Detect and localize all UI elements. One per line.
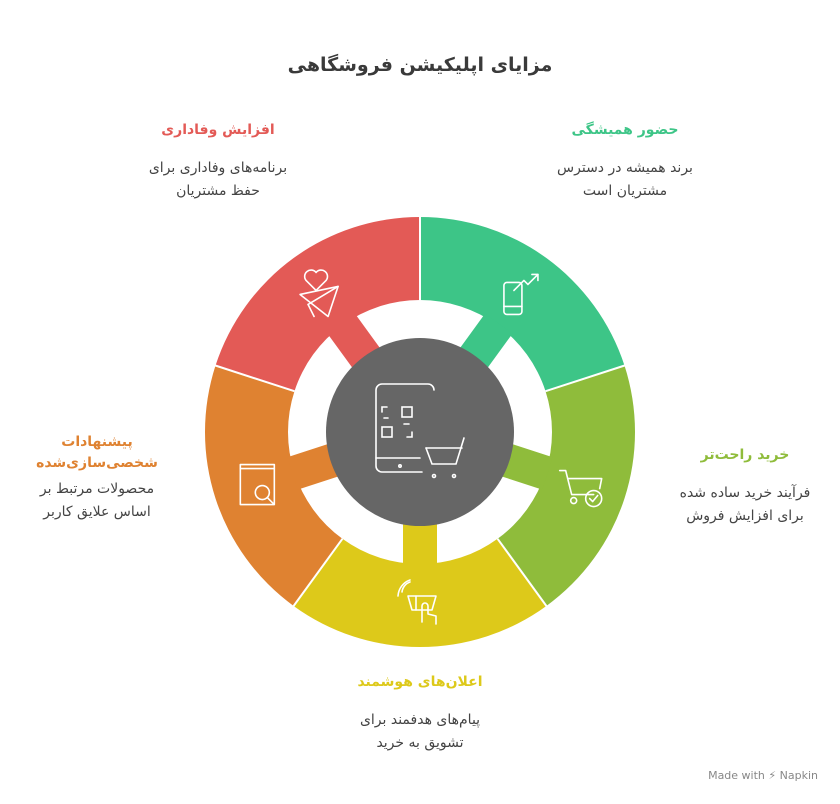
book-search-icon bbox=[239, 463, 276, 506]
segment-divider bbox=[496, 538, 548, 608]
label-desc: محصولات مرتبط بر bbox=[39, 481, 155, 497]
label-personalized: پیشنهادات شخصی‌سازی‌شده محصولات مرتبط بر… bbox=[0, 432, 217, 524]
cart-check-icon bbox=[558, 469, 603, 508]
center-circle bbox=[326, 338, 514, 526]
segment-arc bbox=[293, 538, 547, 648]
segment-personalized bbox=[204, 365, 343, 606]
label-title: اعلان‌های هوشمند bbox=[357, 674, 483, 690]
phone-qr-cart-icon bbox=[375, 383, 465, 479]
label-desc: برای افزایش فروش bbox=[686, 508, 804, 524]
segment-divider bbox=[292, 538, 344, 608]
label-title: پیشنهادات شخصی‌سازی‌شده bbox=[36, 434, 158, 471]
segment-divider bbox=[214, 364, 295, 393]
label-easier-purchase: خرید راحت‌تر فرآیند خرید ساده شده برای اف… bbox=[625, 445, 840, 528]
label-desc: مشتریان است bbox=[582, 183, 668, 199]
label-title: افزایش وفاداری bbox=[161, 122, 275, 138]
segment-divider bbox=[545, 364, 626, 393]
label-loyalty: افزایش وفاداری برنامه‌های وفاداری برای حف… bbox=[98, 120, 338, 203]
label-desc: اساس علایق کاربر bbox=[43, 504, 151, 520]
segment-tab bbox=[287, 443, 340, 490]
label-always-present: حضور همیشگی برند همیشه در دسترس مشتریان ا… bbox=[505, 120, 745, 203]
segment-tab bbox=[500, 443, 553, 490]
napkin-brand: Napkin bbox=[779, 769, 818, 782]
label-title: خرید راحت‌تر bbox=[700, 447, 790, 463]
segment-arc bbox=[215, 217, 420, 392]
segment-smart-ads bbox=[293, 522, 547, 648]
segment-easier-purchase bbox=[497, 365, 636, 606]
diagram-title: مزایای اپلیکیشن فروشگاهی bbox=[287, 54, 553, 76]
label-title: حضور همیشگی bbox=[571, 122, 679, 138]
heart-paper-plane-icon bbox=[299, 269, 339, 318]
napkin-footer[interactable]: Made with ⚡ Napkin bbox=[708, 769, 818, 782]
label-desc: تشویق به خرید bbox=[376, 735, 464, 751]
label-desc: حفظ مشتریان bbox=[176, 183, 260, 199]
tap-basket-icon bbox=[397, 579, 437, 625]
label-desc: برنامه‌های وفاداری برای bbox=[148, 160, 288, 176]
label-desc: برند همیشه در دسترس bbox=[557, 160, 693, 176]
segment-tab bbox=[403, 522, 437, 566]
segment-arc bbox=[497, 365, 636, 606]
phone-growth-arrow-icon bbox=[503, 273, 539, 316]
made-with-text: Made with bbox=[708, 769, 765, 782]
napkin-logo-icon: ⚡ bbox=[768, 769, 777, 782]
label-desc: فرآیند خرید ساده شده bbox=[679, 485, 811, 501]
label-desc: پیام‌های هدفمند برای bbox=[359, 712, 481, 728]
label-smart-ads: اعلان‌های هوشمند پیام‌های هدفمند برای تشو… bbox=[300, 672, 540, 755]
